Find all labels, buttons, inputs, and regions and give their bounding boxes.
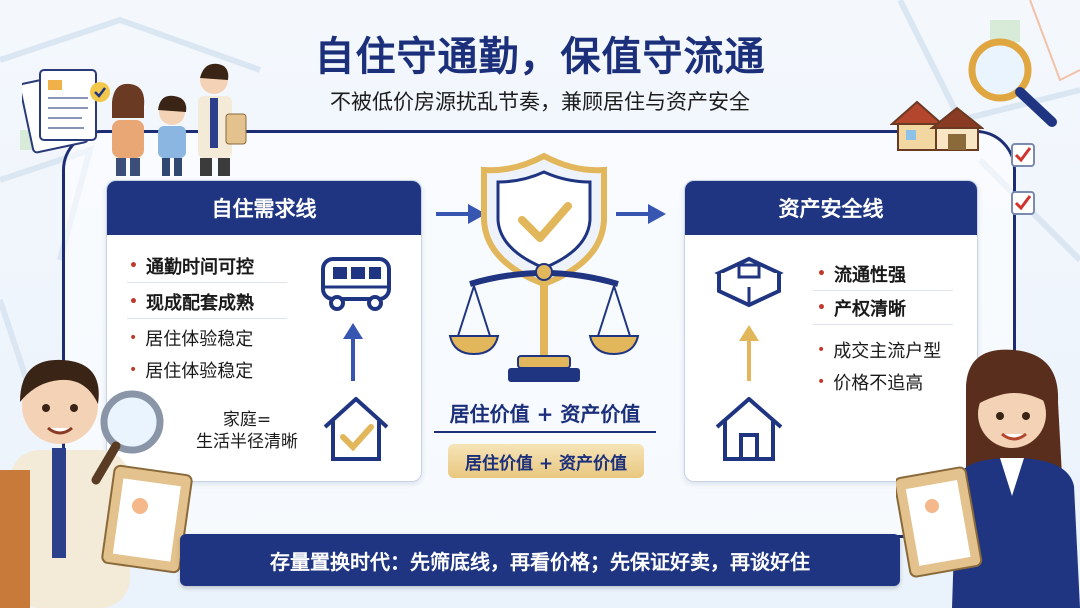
checkbox-icon (1011, 191, 1035, 215)
list-item: •流通性强 (817, 265, 906, 286)
family-illustration (112, 63, 247, 176)
bottom-banner: 存量置换时代：先筛底线，再看价格；先保证好卖，再谈好住 (180, 534, 900, 586)
asset-safety-panel: 资产安全线 •流通性强 •产权清晰 •成交主流户型 •价格不追高 (684, 180, 978, 482)
arrow-right-icon (436, 204, 486, 224)
check-icon (90, 82, 110, 102)
family-radius-text: 家庭= 生活半径清晰 (196, 410, 298, 452)
document-icon (22, 69, 97, 154)
arrow-up-icon (343, 323, 363, 381)
scale-icon (448, 152, 640, 382)
list-item: •居住体验稳定 (129, 329, 254, 350)
list-item: •通勤时间可控 (129, 257, 254, 278)
center-value-label: 居住价值 + 资产价值 (449, 402, 641, 426)
list-item: •产权清晰 (817, 299, 906, 320)
checkbox-icon (1011, 143, 1035, 167)
page-subtitle: 不被低价房源扰乱节奏，兼顾居住与资产安全 (330, 90, 750, 114)
self-use-panel-title: 自住需求线 (107, 181, 421, 235)
bus-icon (321, 257, 391, 311)
list-item: •现成配套成熟 (129, 293, 254, 314)
magnifier-icon (968, 38, 1057, 127)
center-divider (434, 431, 656, 433)
list-item: •居住体验稳定 (129, 361, 254, 382)
woman-with-clipboard-illustration (896, 349, 1080, 608)
house-icon (715, 397, 783, 461)
property-certificate-icon (714, 256, 784, 308)
house-illustration (890, 100, 984, 151)
center-value-pill: 居住价值 + 资产价值 (448, 444, 644, 478)
home-check-icon (323, 397, 389, 461)
list-item: •成交主流户型 (817, 341, 942, 362)
shield-check-icon (481, 152, 607, 288)
list-item: •价格不追高 (817, 373, 924, 394)
asset-safety-panel-title: 资产安全线 (685, 181, 977, 235)
man-with-magnifier-illustration (0, 359, 193, 608)
arrow-up-icon (739, 325, 759, 381)
page-title: 自住守通勤，保值守流通 (314, 34, 766, 80)
arrow-right-icon (616, 204, 666, 224)
